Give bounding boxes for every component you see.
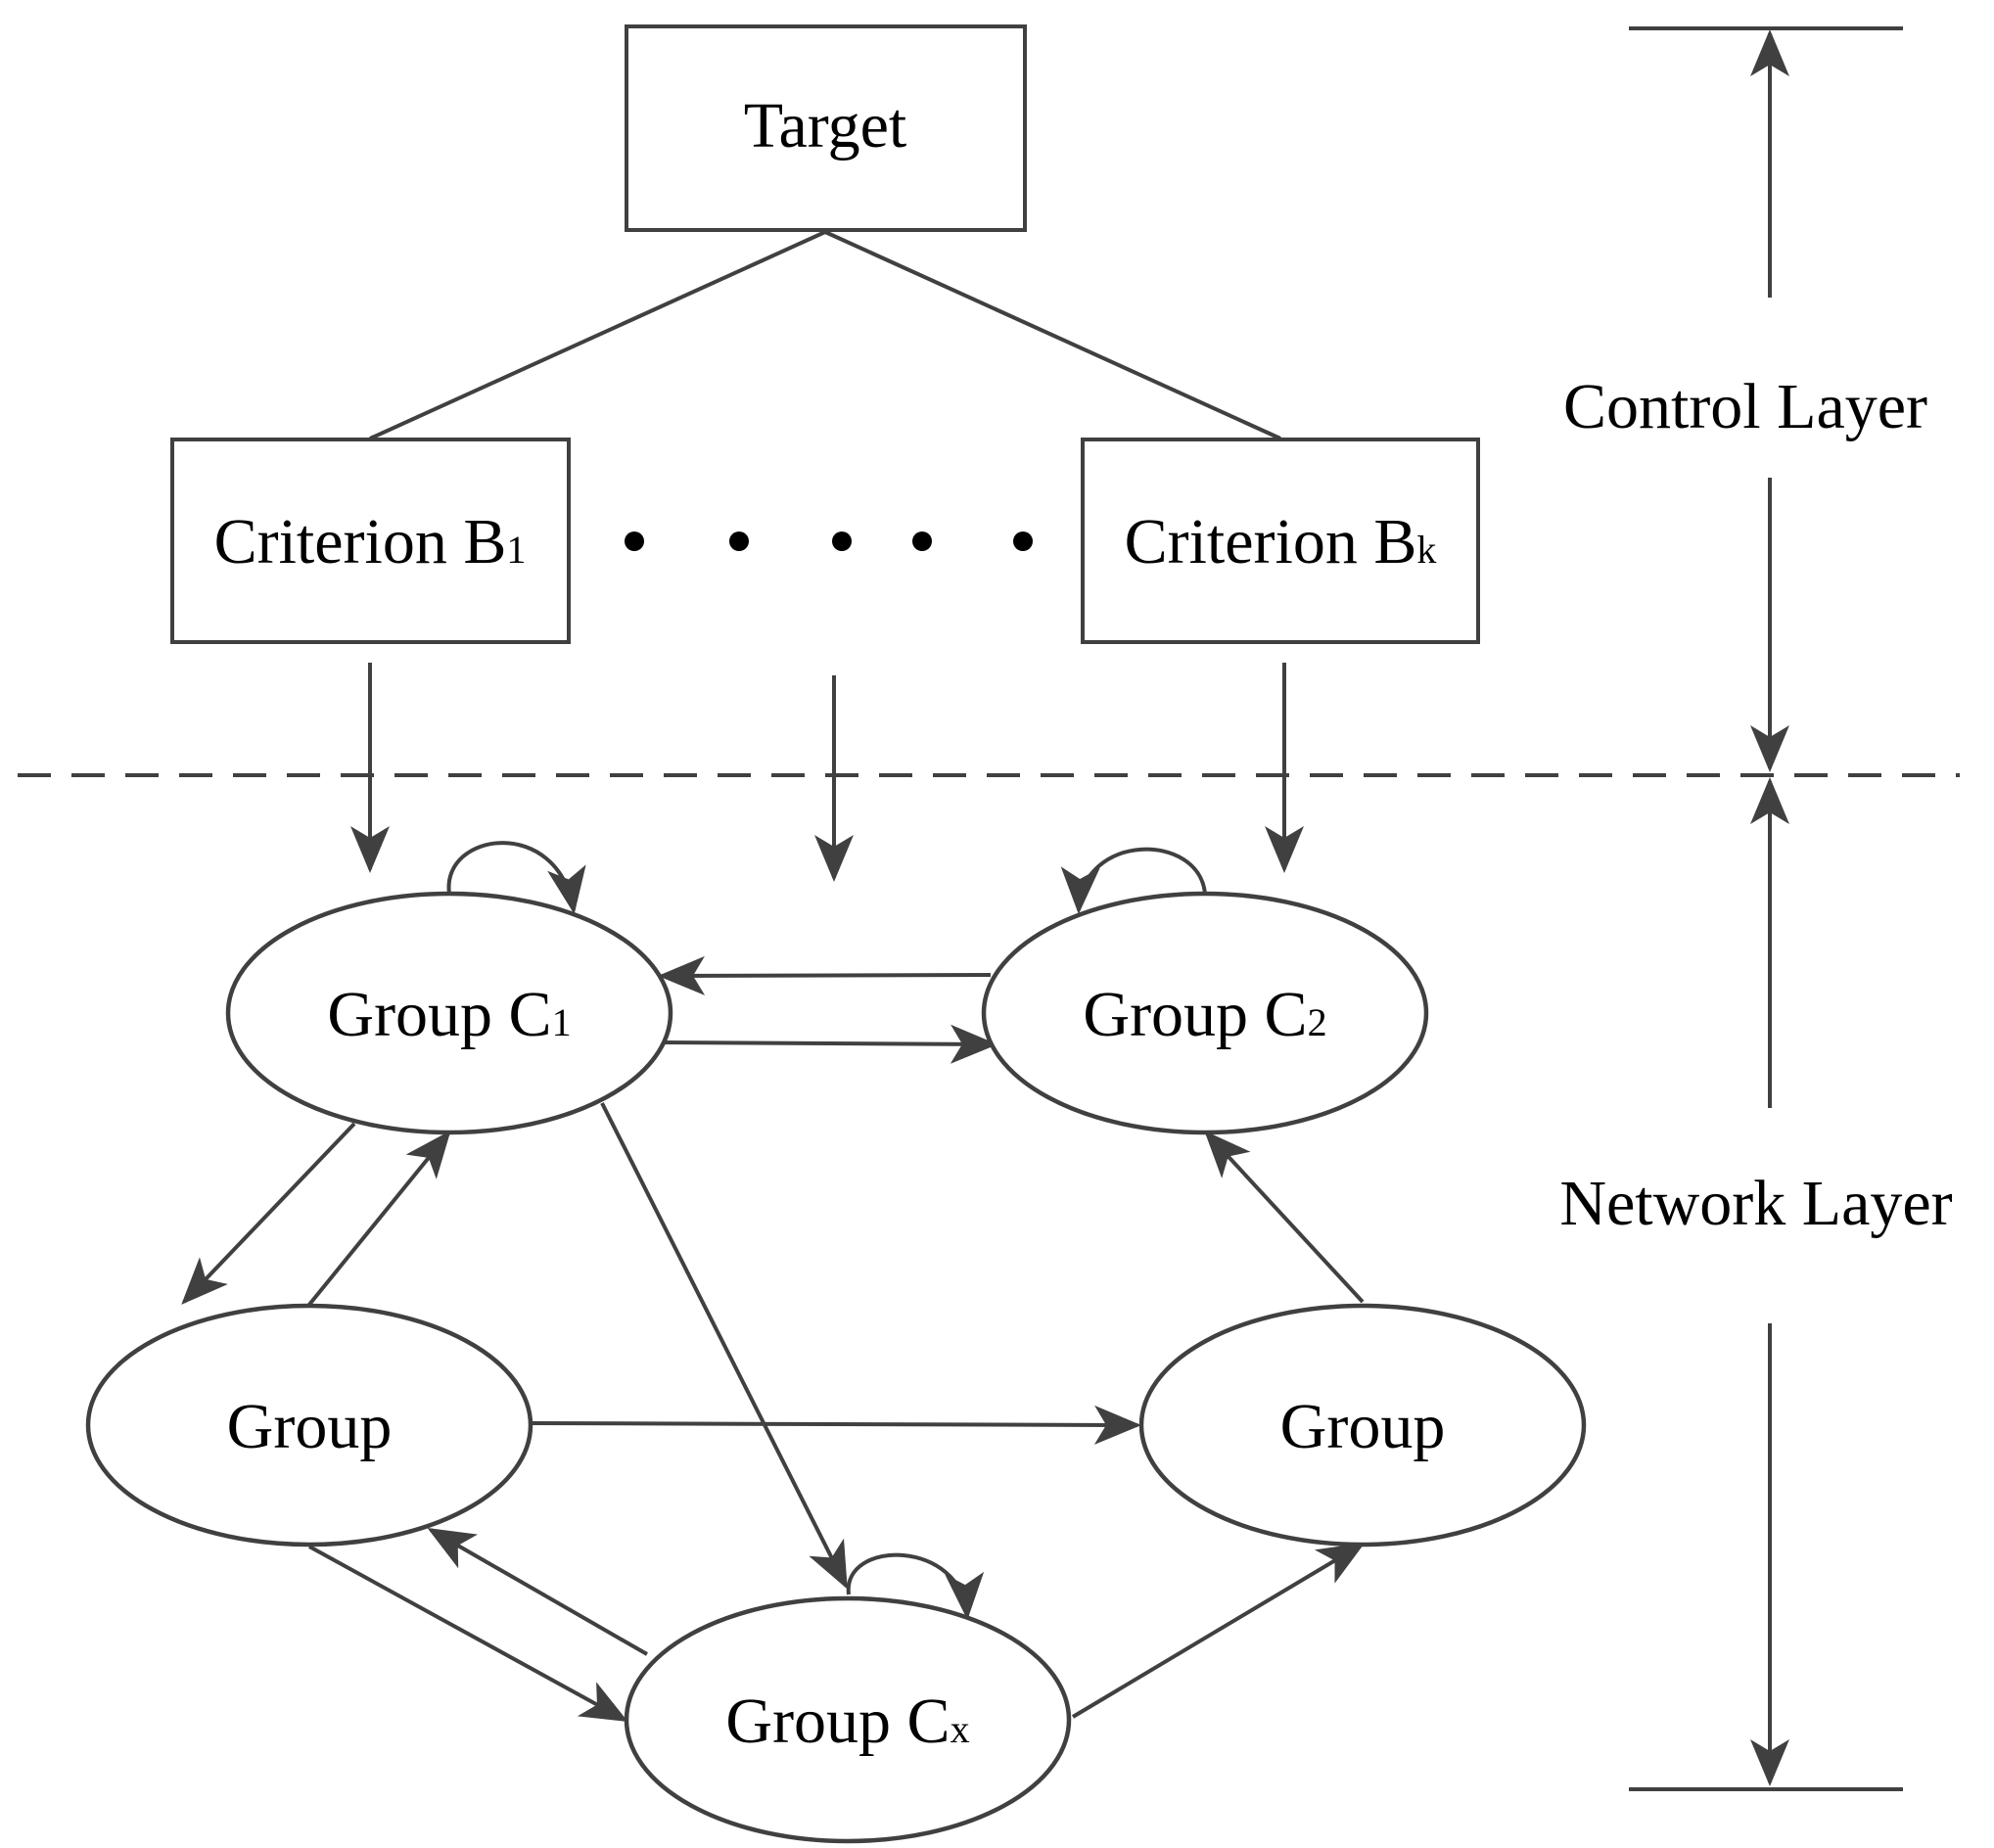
group-c2-text: Group C (1083, 979, 1307, 1050)
group-c2-label: Group C2 (1083, 979, 1326, 1050)
criterion-b1-label: Criterion B1 (214, 506, 527, 578)
criterion-bk-text: Criterion B (1125, 506, 1417, 578)
ellipsis-dot (832, 531, 852, 551)
network-layer-label: Network Layer (1559, 1168, 1952, 1239)
group-cx-to-left-group-arrow (427, 1528, 648, 1656)
group-c2-node (981, 891, 1429, 1135)
network-layer-arrows (181, 841, 1366, 1722)
control-to-network-arrows (350, 663, 1304, 882)
group-c1-to-group-cx-arrow (600, 1102, 848, 1590)
group-c1-label: Group C1 (327, 979, 571, 1050)
group-cx-text: Group C (725, 1686, 950, 1757)
right-group-label: Group (1280, 1391, 1446, 1462)
control-layer: Target Criterion B1 Criterion Bk (170, 24, 1480, 644)
target-to-criterion-b1-line (369, 230, 826, 440)
group-cx-label: Group Cx (725, 1686, 969, 1757)
criterion-bk-label: Criterion Bk (1125, 506, 1437, 578)
group-c2-to-group-c1-arrow (658, 955, 992, 995)
ellipsis-dots (625, 531, 1033, 551)
ellipsis-dot (912, 531, 932, 551)
criterion-b1-text: Criterion B (214, 506, 507, 578)
left-group-to-group-c1-arrow (306, 1130, 451, 1308)
target-to-criterion-bk-line (824, 230, 1281, 440)
ellipsis-dot (1013, 531, 1033, 551)
group-c1-to-group-c2-arrow (663, 1024, 997, 1064)
network-layer-groups: Group C1 Group C2 Group Group Group Cx (85, 891, 1587, 1844)
ellipsis-dot (729, 531, 749, 551)
group-c1-text: Group C (327, 979, 551, 1050)
right-group-to-group-c2-arrow (1204, 1131, 1365, 1304)
target-box (625, 24, 1027, 232)
target-label: Target (744, 90, 906, 162)
layer-range-indicators: Control Layer Network Layer (1559, 26, 1953, 1791)
group-cx-subscript: x (951, 1707, 970, 1751)
group-c1-subscript: 1 (552, 1000, 572, 1044)
criterion-bk-subscript: k (1416, 528, 1436, 572)
group-cx-to-right-group-arrow (1071, 1542, 1366, 1719)
left-group-to-right-group-arrow (530, 1405, 1141, 1445)
right-group-node (1138, 1303, 1587, 1548)
criterion-b1-box (170, 438, 571, 644)
group-c2-subscript: 2 (1308, 1000, 1327, 1044)
control-layer-label: Control Layer (1563, 371, 1927, 442)
group-c1-to-left-group-arrow (181, 1122, 356, 1305)
group-c1-node (225, 891, 673, 1135)
group-c1-self-loop (446, 841, 586, 914)
left-group-to-group-cx-arrow (308, 1545, 628, 1722)
ellipsis-dot (625, 531, 644, 551)
left-group-label: Group (227, 1391, 393, 1462)
group-cx-self-loop (846, 1552, 985, 1620)
group-c2-self-loop (1060, 847, 1207, 914)
group-cx-node (624, 1595, 1072, 1844)
criterion-b1-subscript: 1 (506, 528, 526, 572)
criterion-bk-box (1081, 438, 1480, 644)
left-group-node (85, 1303, 533, 1548)
